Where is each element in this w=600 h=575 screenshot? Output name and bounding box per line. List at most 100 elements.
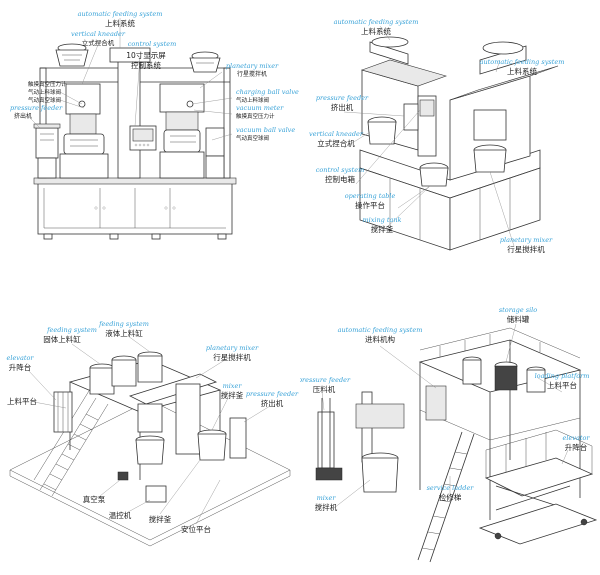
planetary-mixer-bowl [473, 149, 507, 173]
panel-silo-elevator: automatic feeding system 进料机构 storage si… [300, 306, 598, 563]
base-top-plate [33, 177, 237, 185]
vacuum-pump [117, 471, 129, 481]
storage-silo [462, 359, 482, 385]
liquid-feed-tank [137, 355, 163, 383]
left-feed-hopper [369, 41, 409, 65]
label-en: vacuum ball valve [236, 126, 295, 134]
label-en: elevator [563, 434, 591, 442]
label-zh: 触摸真空压力计 [236, 112, 275, 120]
label-zh: 搅拌釜 [371, 224, 394, 234]
mixer-vessel [197, 433, 227, 461]
label-en: vertical kneader [71, 30, 126, 38]
panel-front-elevation: automatic feeding system 上料系统 vertical k… [10, 10, 299, 240]
vertical-kneader-head [65, 83, 101, 115]
label-zh: 触摸真空压力计 [28, 80, 67, 88]
label-en: charging ball valve [236, 88, 299, 96]
label-en: feeding system [46, 326, 97, 334]
label-zh: 立式捏合机 [317, 138, 355, 148]
label-en: automatic feeding system [334, 18, 419, 26]
label-en: control system [128, 40, 176, 48]
label-zh: 气动上料球阀 [236, 96, 269, 104]
pressure-feeder-right [205, 127, 225, 157]
label-en: mixer [317, 494, 337, 502]
label-zh: 进料机构 [365, 334, 395, 344]
vertical-kneader-bowl [367, 121, 397, 145]
label-zh: 挤出机 [14, 112, 32, 120]
label-en: pressure feeder [10, 104, 63, 112]
right-feed-hopper [189, 57, 221, 73]
elevator-deck [484, 457, 594, 497]
elevator-base [478, 503, 598, 545]
label-group: automatic feeding system 上料系统 vertical k… [10, 10, 299, 142]
label-zh: 行星搅拌机 [507, 244, 545, 254]
label-en: service ladder [427, 484, 475, 492]
label-en: feeding system [98, 320, 149, 328]
label-en: planetary mixer [226, 62, 279, 70]
mixer-vessel [361, 457, 399, 493]
panel-plant-isometric: feeding system 固体上料缸 feeding system 液体上料… [7, 320, 299, 547]
kneader-bowl [63, 133, 105, 155]
mixing-tank [419, 167, 449, 187]
label-zh: 控制系统 [131, 60, 161, 70]
pressure-feeder-press [317, 411, 335, 469]
label-zh: 液体上料缸 [105, 328, 143, 338]
planetary-mixer-bowl [163, 129, 201, 153]
label-zh: 固体上料缸 [43, 334, 81, 344]
label-zh: 搅拌釜 [149, 514, 172, 524]
storage-silo-2 [526, 369, 546, 393]
planetary-mixer-column [175, 383, 201, 455]
label-zh: 真空泵 [83, 494, 106, 504]
label-en: pressure feeder [246, 390, 299, 398]
label-en: mixing tank [362, 216, 401, 224]
label-group: automatic feeding system 上料系统 automatic … [309, 18, 564, 254]
label-en: mixer [223, 382, 243, 390]
pressure-feeder-left [35, 127, 59, 159]
label-en: automatic feeding system [480, 58, 565, 66]
label-zh: 温控机 [109, 510, 132, 520]
label-zh: 升降台 [565, 442, 588, 452]
label-zh: 升降台 [9, 362, 32, 372]
storage-silo-dark [494, 365, 518, 391]
label-zh: 操作平台 [355, 200, 385, 210]
label-zh: 行星搅拌机 [237, 70, 267, 78]
label-zh: 上料平台 [547, 380, 577, 390]
label-zh: 压料机 [313, 384, 336, 394]
label-zh: 检修梯 [439, 492, 462, 502]
label-en: pressure feeder [300, 376, 351, 384]
label-zh: 上料系统 [105, 18, 135, 28]
panel-isometric-twin: automatic feeding system 上料系统 automatic … [309, 18, 564, 254]
label-zh: 挤出机 [261, 398, 284, 408]
label-zh: 搅拌机 [315, 502, 338, 512]
pressure-feeder [229, 417, 247, 459]
label-zh: 安位平台 [181, 524, 211, 534]
label-zh: 储料罐 [507, 314, 530, 324]
label-zh: 气动真空球阀 [28, 96, 61, 104]
planetary-mixer-head [473, 109, 507, 141]
label-en: vertical kneader [309, 130, 364, 138]
label-en: elevator [7, 354, 35, 362]
control-column [117, 59, 141, 179]
label-en: storage silo [499, 306, 537, 314]
stair-rail [33, 385, 93, 481]
pressure-feeder [403, 103, 419, 131]
feed-mechanism [425, 385, 447, 421]
solid-feed-tank-2 [111, 359, 137, 387]
label-zh: 控制电箱 [325, 174, 355, 184]
label-en: planetary mixer [206, 344, 259, 352]
label-zh: 气动真空球阀 [236, 134, 269, 142]
temperature-controller [145, 485, 167, 503]
label-en: vacuum meter [236, 104, 284, 112]
label-group: automatic feeding system 进料机构 storage si… [300, 306, 590, 512]
planetary-mixer-bowl [135, 439, 165, 465]
mixer-head [355, 403, 405, 429]
planetary-mixer-beam [128, 373, 218, 405]
label-zh: 气动上料球阀 [28, 88, 61, 96]
label-en: automatic feeding system [338, 326, 423, 334]
label-zh: 上料系统 [361, 26, 391, 36]
label-zh: 上料平台 [7, 396, 37, 406]
label-zh: 立式捏合机 [82, 38, 115, 47]
left-feed-hopper [55, 49, 89, 67]
label-en: control system [316, 166, 364, 174]
label-zh: 10寸显示屏 [126, 50, 166, 60]
